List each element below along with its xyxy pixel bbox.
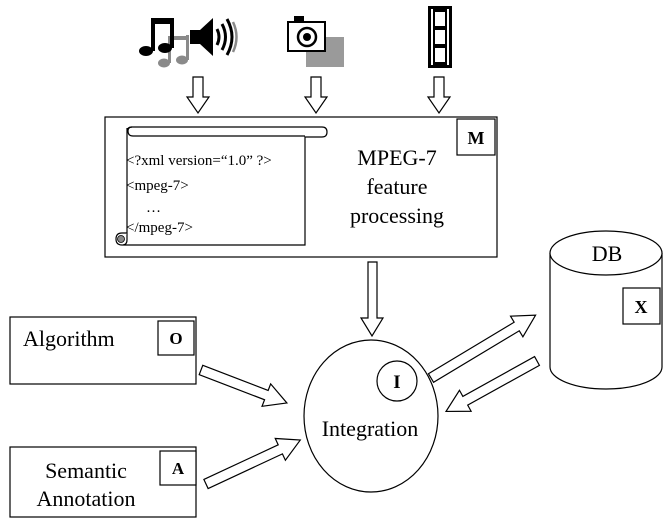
db-badge: X — [635, 297, 648, 317]
semantic-badge: A — [172, 459, 185, 478]
arrow-audio-to-mpeg7 — [185, 76, 211, 115]
arrow-integration-to-db — [427, 314, 537, 384]
semantic-badge-box — [159, 450, 197, 486]
integration-label: Integration — [322, 416, 419, 441]
db-cylinder: DB X — [549, 230, 663, 390]
mpeg7-badge: M — [468, 128, 485, 148]
semantic-label-line1: Semantic — [45, 458, 127, 483]
db-badge-box — [622, 287, 661, 325]
algorithm-box: O Algorithm — [9, 316, 197, 385]
music-audio-icon — [139, 18, 238, 68]
xml-line-3: … — [146, 200, 161, 216]
arrow-camera-to-mpeg7 — [303, 76, 329, 115]
arrow-db-to-integration — [444, 355, 541, 413]
camera-icon — [287, 16, 344, 67]
arrow-semantic-to-integration — [203, 437, 302, 490]
algorithm-label: Algorithm — [23, 326, 115, 351]
db-label: DB — [592, 241, 623, 266]
xml-line-4: </mpeg-7> — [126, 220, 193, 236]
algorithm-badge-box — [157, 320, 195, 356]
mpeg7-badge-box — [456, 118, 496, 156]
mpeg7-title-line2: feature — [366, 174, 427, 199]
algorithm-badge: O — [169, 329, 182, 348]
integration-node: I Integration — [303, 339, 439, 493]
xml-line-1: <?xml version=“1.0” ?> — [126, 153, 272, 169]
film-strip-icon — [428, 6, 452, 68]
xml-line-2: <mpeg-7> — [126, 178, 189, 194]
integration-badge-circle — [376, 360, 418, 402]
arrow-mpeg7-to-integration — [359, 261, 385, 338]
arrow-film-to-mpeg7 — [426, 76, 452, 115]
arrow-algorithm-to-integration — [198, 364, 289, 408]
mpeg7-title-line1: MPEG-7 — [357, 145, 436, 170]
semantic-label-line2: Annotation — [37, 486, 136, 511]
integration-badge: I — [393, 372, 400, 393]
xml-scroll: <?xml version=“1.0” ?> <mpeg-7> … </mpeg… — [115, 126, 328, 246]
semantic-annotation-box: A Semantic Annotation — [9, 446, 197, 518]
mpeg7-title-line3: processing — [350, 203, 444, 228]
